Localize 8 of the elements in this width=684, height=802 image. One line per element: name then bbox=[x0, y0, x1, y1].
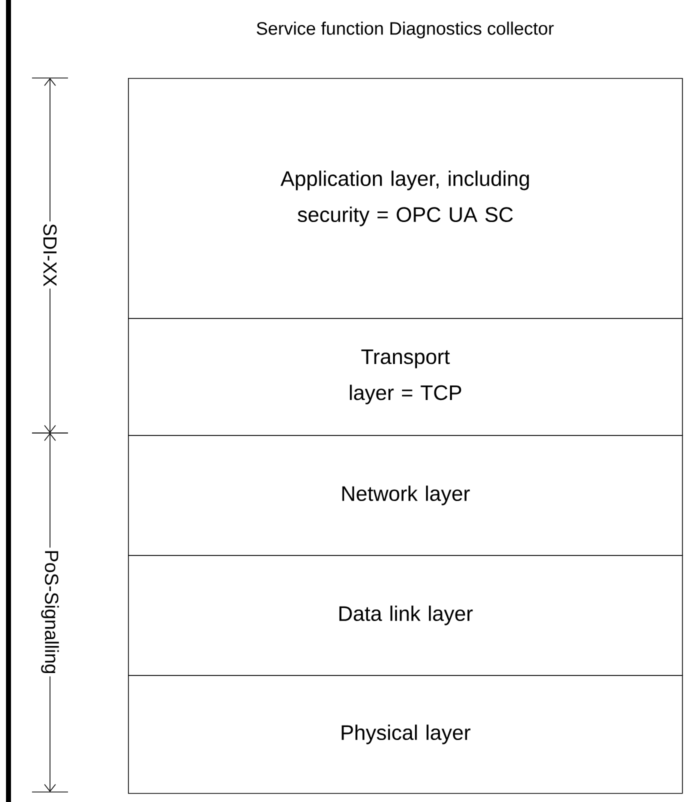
dimension-label: PoS-Signalling bbox=[39, 548, 61, 676]
layer-box: Physical layer bbox=[128, 675, 683, 794]
dimension-label: SDI-XX bbox=[41, 221, 59, 289]
layer-box: Application layer, including security = OPC UA SC bbox=[128, 78, 683, 319]
title: Service function Diagnostics collector bbox=[256, 22, 554, 38]
layer-box: Transport layer = TCP bbox=[128, 318, 683, 436]
layer-box: Data link layer bbox=[128, 555, 683, 676]
layer-box: Network layer bbox=[128, 435, 683, 556]
